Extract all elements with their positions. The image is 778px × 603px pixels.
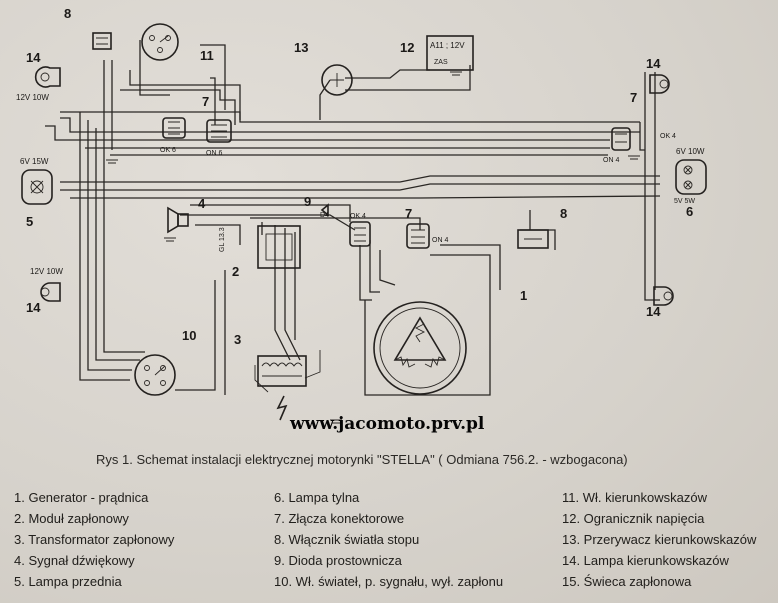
legend-item: 15. Świeca zapłonowa xyxy=(562,574,692,589)
label-7-left: 7 xyxy=(202,94,209,109)
connector-on4-middle xyxy=(406,223,430,249)
connector-label-ok6: OK 6 xyxy=(160,147,176,154)
label-11: 11 xyxy=(200,48,214,63)
label-14-top-left: 14 xyxy=(26,50,41,65)
legend-item: 2. Moduł zapłonowy xyxy=(14,511,129,526)
connector-labels: OK 6 ON 6 ON 4 OK 4 OK 4 ON 4 D4 xyxy=(160,133,676,244)
tail-lamp xyxy=(675,159,707,195)
voltage-limiter xyxy=(426,35,474,71)
rating-limiter: A11 ; 12V xyxy=(430,41,465,50)
component-numbers: 8 11 13 12 14 14 7 7 5 6 4 9 7 8 2 14 14… xyxy=(26,6,693,347)
indicator-switch xyxy=(141,23,179,61)
label-14-bottom-right: 14 xyxy=(646,304,661,319)
connector-label-d4: D4 xyxy=(320,212,329,219)
label-8-right: 8 xyxy=(560,206,567,221)
legend-item: 10. Wł. świateł, p. sygnału, wył. zapłon… xyxy=(274,574,504,589)
rating-module: GL 13.3 xyxy=(219,227,226,252)
spark-plug xyxy=(276,395,288,421)
indicator-lamp-top-left xyxy=(34,66,61,88)
label-9: 9 xyxy=(304,194,311,209)
watermark: www.jacomoto.prv.pl xyxy=(289,414,485,434)
connector-ok4 xyxy=(349,221,371,247)
rating-lamp-14-bottom-left: 12V 10W xyxy=(30,267,63,276)
brake-switch-top xyxy=(92,32,112,50)
label-7-right: 7 xyxy=(630,90,637,105)
legend-item: 13. Przerywacz kierunkowskazów xyxy=(562,532,757,547)
label-5: 5 xyxy=(26,214,33,229)
connector-label-ok4-right: OK 4 xyxy=(660,133,676,140)
horn xyxy=(167,206,189,234)
wire-harness xyxy=(45,40,661,396)
legend-item: 1. Generator - prądnica xyxy=(14,490,149,505)
legend-item: 5. Lampa przednia xyxy=(14,574,122,589)
legend-item: 8. Włącznik światła stopu xyxy=(274,532,420,547)
connector-label-on6: ON 6 xyxy=(206,150,222,157)
label-14-bottom-left: 14 xyxy=(26,300,41,315)
legend-item: 6. Lampa tylna xyxy=(274,490,360,505)
ignition-module xyxy=(257,225,301,269)
indicator-lamp-bottom-left xyxy=(40,282,61,302)
rectifier-diode xyxy=(320,203,329,217)
light-ignition-switch xyxy=(134,354,176,396)
rating-lamp-6-second: 5V 5W xyxy=(674,198,695,205)
label-1: 1 xyxy=(520,288,527,303)
label-6: 6 xyxy=(686,204,693,219)
headlamp xyxy=(21,169,53,205)
figure-caption: Rys 1. Schemat instalacji elektrycznej m… xyxy=(96,452,628,467)
flasher-unit xyxy=(321,64,353,96)
legend: 1. Generator - prądnica 2. Moduł zapłono… xyxy=(14,487,774,597)
indicator-lamp-top-right xyxy=(649,74,670,94)
rating-limiter-2: ZAS xyxy=(434,59,448,66)
connector-on6 xyxy=(206,119,232,143)
indicator-lamp-bottom-right xyxy=(653,286,674,306)
legend-item: 3. Transformator zapłonowy xyxy=(14,532,175,547)
ground-symbols xyxy=(106,71,640,424)
legend-column-1: 1. Generator - prądnica 2. Moduł zapłono… xyxy=(14,487,174,592)
legend-column-2: 6. Lampa tylna 7. Złącza konektorowe 8. … xyxy=(274,487,503,592)
legend-item: 7. Złącza konektorowe xyxy=(274,511,405,526)
generator xyxy=(373,301,467,395)
legend-item: 9. Dioda prostownicza xyxy=(274,553,402,568)
rating-lamp-6: 6V 10W xyxy=(676,147,705,156)
label-14-top-right: 14 xyxy=(646,56,661,71)
connector-ok6 xyxy=(162,117,186,139)
label-12: 12 xyxy=(400,40,414,55)
legend-item: 11. Wł. kierunkowskazów xyxy=(562,490,707,505)
label-7-middle: 7 xyxy=(405,206,412,221)
brake-switch-right xyxy=(517,229,549,249)
rating-lamp-14-top-left: 12V 10W xyxy=(16,93,49,102)
legend-item: 14. Lampa kierunkowskazów xyxy=(562,553,729,568)
connector-label-on4-middle: ON 4 xyxy=(432,237,448,244)
ignition-coil xyxy=(257,355,307,387)
legend-column-3: 11. Wł. kierunkowskazów 12. Ogranicznik … xyxy=(562,487,756,592)
connector-label-ok4: OK 4 xyxy=(350,213,366,220)
rating-labels: 12V 10W 12V 10W 6V 15W 6V 10W 5V 5W A11 … xyxy=(16,41,705,276)
label-2: 2 xyxy=(232,264,239,279)
label-10: 10 xyxy=(182,328,196,343)
label-3: 3 xyxy=(234,332,241,347)
legend-item: 12. Ogranicznik napięcia xyxy=(562,511,705,526)
connector-on4-right xyxy=(611,127,631,151)
connector-label-on4-right: ON 4 xyxy=(603,157,619,164)
legend-item: 4. Sygnał dźwiękowy xyxy=(14,553,135,568)
label-4: 4 xyxy=(198,196,206,211)
wiring-diagram: 8 11 13 12 14 14 7 7 5 6 4 9 7 8 2 14 14… xyxy=(16,6,707,434)
rating-lamp-5: 6V 15W xyxy=(20,157,49,166)
label-8-top: 8 xyxy=(64,6,71,21)
label-13: 13 xyxy=(294,40,308,55)
